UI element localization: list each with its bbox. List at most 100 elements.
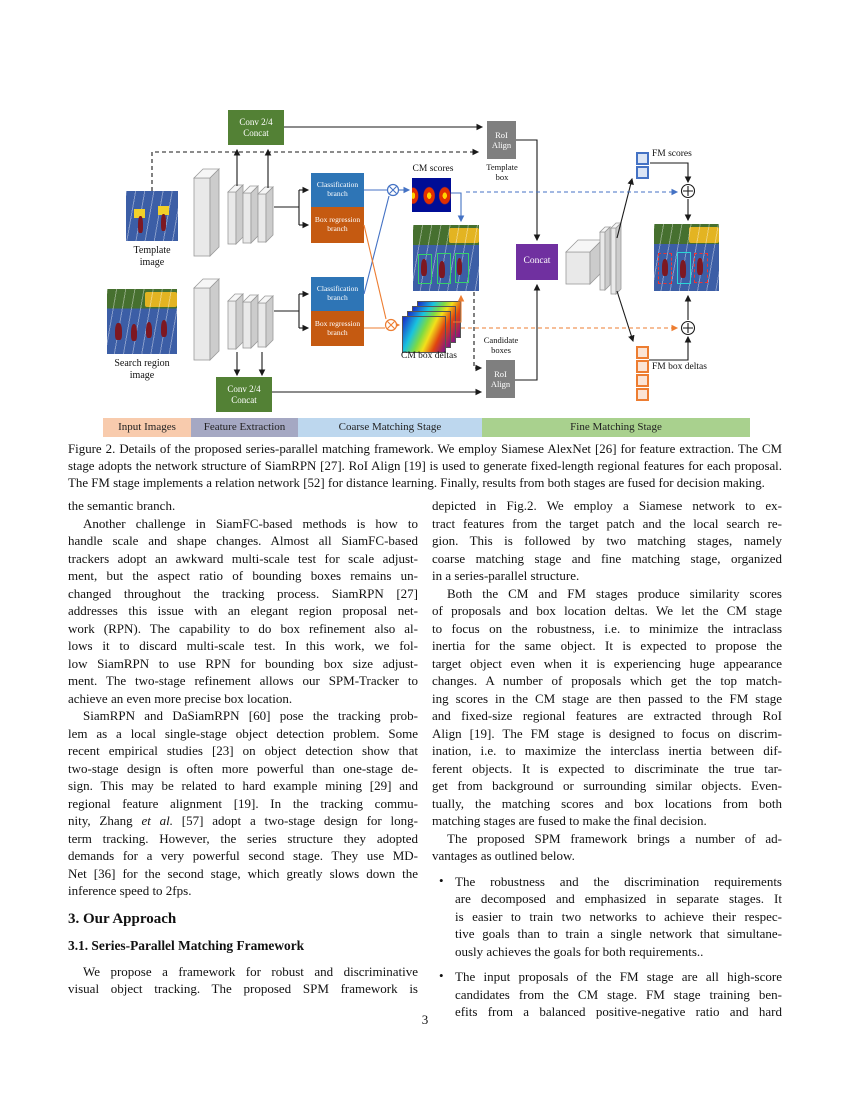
fm-box-deltas-cells (636, 346, 649, 401)
bullet-item: • The input proposals of the FM stage are… (432, 968, 782, 1021)
text-line: inference speed to 2fps. (68, 883, 192, 898)
text-line: Align [19]. The FM stage is designed to … (432, 725, 782, 741)
paragraph: The proposed SPM framework brings a numb… (432, 830, 782, 865)
cm-scores-label: CM scores (412, 164, 454, 174)
fm-scores-label: FM scores (652, 149, 692, 159)
runner-figure (680, 260, 686, 278)
text-line: The robustness and the discrimination re… (455, 873, 782, 889)
classification-branch-box-top: Classification branch (311, 173, 364, 207)
cm-box-deltas-label: CM box deltas (401, 351, 457, 361)
text-line: nity, Zhang et al. [57] adopt a two-stag… (68, 813, 418, 828)
text-line: in a series-parallel structure. (432, 568, 580, 583)
text-line: coarse matching stage and fine matching … (432, 550, 782, 566)
text-line: recent empirical studies [23] on object … (68, 743, 418, 758)
cnn-slabs-top (193, 168, 274, 257)
text-line: ferent objects. It is expected to discri… (432, 760, 782, 776)
runner-figure (138, 216, 144, 233)
text-line: is easier to train two networks to achie… (455, 908, 782, 924)
paragraph: the semantic branch. (68, 497, 418, 515)
text-line: to focus on the robustness, i.e. to mini… (432, 620, 782, 636)
bus-figure (144, 292, 177, 308)
runner-figure (456, 258, 463, 276)
final-result-image (654, 224, 719, 291)
roi-align-box-bottom: RoI Align (486, 360, 515, 398)
text-line: visual object tracking. The proposed SPM… (68, 981, 418, 996)
delta-cell (636, 346, 649, 359)
text-line: depicted in Fig.2. We employ a Siamese n… (432, 498, 782, 513)
paragraph: We propose a framework for robust and di… (68, 963, 418, 998)
score-cell (636, 152, 649, 165)
classification-branch-box-bottom: Classification branch (311, 277, 364, 311)
candidate-box-overlay (417, 254, 433, 284)
text-line: work (RPN). The capability to do box ref… (68, 620, 418, 636)
text-line: gion. This is followed by two matching s… (432, 533, 782, 548)
conv-concat-top-box: Conv 2/4 Concat (228, 110, 284, 145)
text-line: ing scores in the CM stage are then pass… (432, 690, 782, 706)
text-line: the semantic branch. (68, 498, 176, 513)
text-line: ment. The two-stage refinement allows ou… (68, 673, 418, 688)
figure-caption: Figure 2. Details of the proposed series… (68, 441, 782, 493)
section-heading: 3. Our Approach (68, 910, 177, 927)
fm-feature-cube (565, 222, 622, 295)
text-line: The proposed SPM framework brings a numb… (447, 830, 782, 846)
text-line: target object even when it is experienci… (432, 655, 782, 671)
text-line: vantages as outlined below. (432, 848, 575, 863)
text-line: addresses this issue with an elegant reg… (68, 603, 418, 618)
score-cell (636, 166, 649, 179)
text-line: The FM stage implements a relation netwo… (68, 476, 765, 491)
text-line: are decomposed and emphasized in separat… (455, 891, 782, 906)
text-line: demands for a very powerful second stage… (68, 848, 418, 863)
fusion-plus-icon (680, 320, 696, 336)
paragraph: depicted in Fig.2. We employ a Siamese n… (432, 497, 782, 585)
final-target-box-overlay (676, 252, 692, 284)
runner-figure (146, 321, 153, 339)
text-line: ination, i.e. to maximize the interclass… (432, 743, 782, 758)
text-line: We propose a framework for robust and di… (83, 963, 418, 979)
template-box-label: Template box (486, 162, 518, 182)
fusion-plus-icon (680, 183, 696, 199)
bullet-item: •The robustness and the discrimination r… (432, 873, 782, 961)
text-line: Another challenge in SiamFC-based method… (83, 515, 418, 531)
text-line: inertia for the same object. It is expec… (432, 638, 782, 653)
page-number: 3 (421, 1012, 429, 1027)
text-line: efits from a balanced positive-negative … (455, 1004, 782, 1019)
text-line: trackers adopt an awkward multi-scale te… (68, 550, 418, 566)
candidate-box-overlay (436, 252, 452, 284)
bib-number-tag (134, 209, 145, 218)
rejected-box-overlay (693, 252, 708, 283)
roi-align-box-top: RoI Align (487, 121, 516, 159)
text-line: changed throughout the tracking process.… (68, 585, 418, 601)
runner-figure (696, 257, 703, 275)
runner-figure (160, 320, 168, 338)
bus-figure (448, 228, 479, 244)
box-regression-branch-box-bottom: Box regression branch (311, 311, 364, 346)
text-line: ment, but the aspect ratio of bounding b… (68, 568, 418, 583)
left-column: the semantic branch. Another challenge in… (68, 497, 418, 998)
runner-figure (420, 259, 427, 277)
search-region-image (107, 289, 177, 354)
fm-box-deltas-label: FM box deltas (652, 362, 707, 372)
rejected-box-overlay (657, 253, 673, 284)
text-line: sign. This may be related to hard exampl… (68, 778, 418, 793)
runner-figure (161, 214, 167, 231)
text-line: regional feature alignment [19]. In the … (68, 795, 418, 811)
text-line: SiamRPN and DaSiamRPN [60] pose the trac… (83, 708, 418, 723)
template-image (126, 191, 178, 241)
text-line: two-stage design is often more powerful … (68, 760, 418, 776)
text-line: tually, the matching scores and box loca… (432, 795, 782, 811)
text-line: tract features from the target patch and… (432, 515, 782, 531)
section-heading: 3.1. Series-Parallel Matching Framework (68, 938, 305, 953)
text-line: tive goals than to train a single networ… (455, 926, 782, 941)
text-line: get from background or surrounding simil… (432, 778, 782, 793)
bullet-marker: • (439, 968, 444, 983)
text-line: The input proposals of the FM stage are … (455, 969, 782, 984)
template-image-label: Template image (133, 245, 171, 268)
runner-figure (115, 322, 122, 340)
text-line: lem as a local single-stage object detec… (68, 725, 418, 741)
legend-fine-matching-stage: Fine Matching Stage (482, 418, 750, 437)
runner-figure (130, 324, 138, 341)
bib-number-tag (158, 206, 169, 215)
delta-heatmap (402, 316, 446, 353)
